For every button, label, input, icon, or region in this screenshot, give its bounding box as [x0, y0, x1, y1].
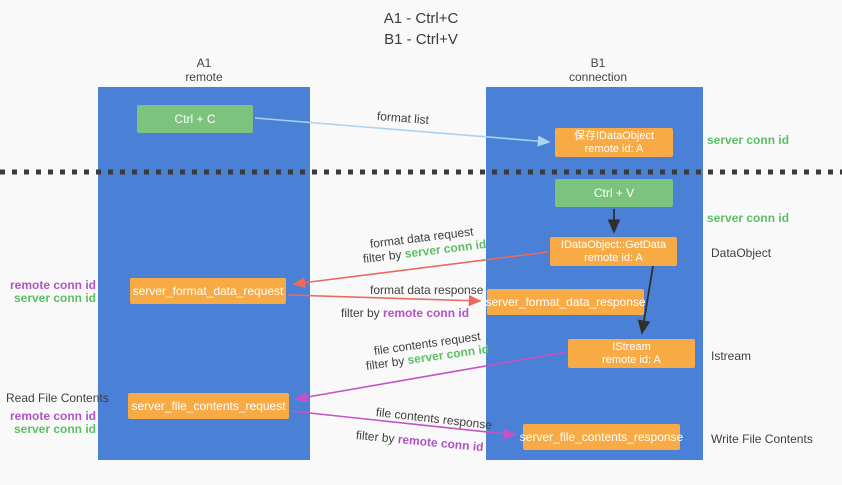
write-file-contents-annotation: Write File Contents — [711, 432, 813, 446]
server-format-data-response-label: server_format_data_response — [485, 294, 646, 309]
ctrl-v-label: Ctrl + V — [593, 185, 635, 200]
server-conn-id-annotation: server conn id — [13, 291, 96, 305]
format-list-label: format list — [376, 109, 430, 128]
getdata-line2: remote id: A — [584, 251, 643, 264]
read-file-contents-annotation: Read File Contents — [6, 391, 109, 405]
column-a1-subtitle: remote — [185, 70, 223, 84]
remote-conn-id-annotation: remote conn id — [9, 409, 96, 423]
column-header-b1: B1 connection — [538, 56, 658, 84]
server-format-data-response-node: server_format_data_response — [485, 289, 646, 315]
istream-line2: remote id: A — [602, 353, 661, 366]
server-file-contents-response-node: server_file_contents_response — [519, 424, 684, 450]
remote-conn-id-key: remote conn id — [397, 432, 485, 455]
format-data-response-label: format data response — [370, 283, 484, 297]
file-contents-response-filter: filter by remote conn id — [355, 428, 484, 454]
column-header-a1: A1 remote — [144, 56, 264, 84]
left-conn-pair-file: remote conn id server conn id — [0, 410, 96, 436]
left-conn-pair-format: remote conn id server conn id — [0, 279, 96, 305]
column-b1-name: B1 — [590, 56, 606, 70]
remote-conn-id-key: remote conn id — [383, 306, 470, 320]
title-line1: A1 - Ctrl+C — [383, 10, 459, 27]
remote-conn-id-annotation: remote conn id — [9, 278, 96, 292]
server-format-data-request-label: server_format_data_request — [132, 283, 284, 298]
server-file-contents-request-label: server_file_contents_request — [131, 398, 286, 413]
dataobject-annotation: DataObject — [711, 246, 772, 260]
ctrl-c-label: Ctrl + C — [174, 111, 216, 126]
server-file-contents-response-label: server_file_contents_response — [519, 429, 684, 444]
save-dataobject-node: 保存IDataObject remote id: A — [555, 128, 673, 157]
server-conn-id-annotation: server conn id — [13, 422, 96, 436]
filter-by-text: filter by — [362, 247, 403, 266]
getdata-node: IDataObject::GetData remote id: A — [550, 237, 677, 266]
column-a1-name: A1 — [196, 56, 212, 70]
column-b1-subtitle: connection — [568, 70, 628, 84]
filter-by-text: filter by — [365, 353, 406, 373]
file-contents-response-label: file contents response — [375, 405, 493, 433]
title-line2: B1 - Ctrl+V — [384, 31, 458, 48]
filter-by-text: filter by — [355, 428, 396, 446]
server-conn-id-annotation-top: server conn id — [707, 133, 790, 147]
ctrl-v-node: Ctrl + V — [555, 179, 673, 207]
istream-node: IStream remote id: A — [568, 339, 695, 368]
ctrl-c-node: Ctrl + C — [137, 105, 253, 133]
save-dataobject-line1: 保存IDataObject — [573, 129, 655, 142]
server-format-data-request-node: server_format_data_request — [130, 278, 286, 304]
format-data-response-filter: filter by remote conn id — [341, 306, 469, 320]
diagram-title: A1 - Ctrl+C B1 - Ctrl+V — [0, 8, 842, 50]
filter-by-text: filter by — [341, 306, 380, 320]
server-file-contents-request-node: server_file_contents_request — [128, 393, 289, 419]
istream-line1: IStream — [612, 340, 651, 353]
server-conn-id-annotation-mid: server conn id — [707, 211, 790, 225]
getdata-line1: IDataObject::GetData — [560, 238, 667, 251]
istream-annotation: Istream — [711, 349, 752, 363]
save-dataobject-line2: remote id: A — [584, 142, 644, 155]
